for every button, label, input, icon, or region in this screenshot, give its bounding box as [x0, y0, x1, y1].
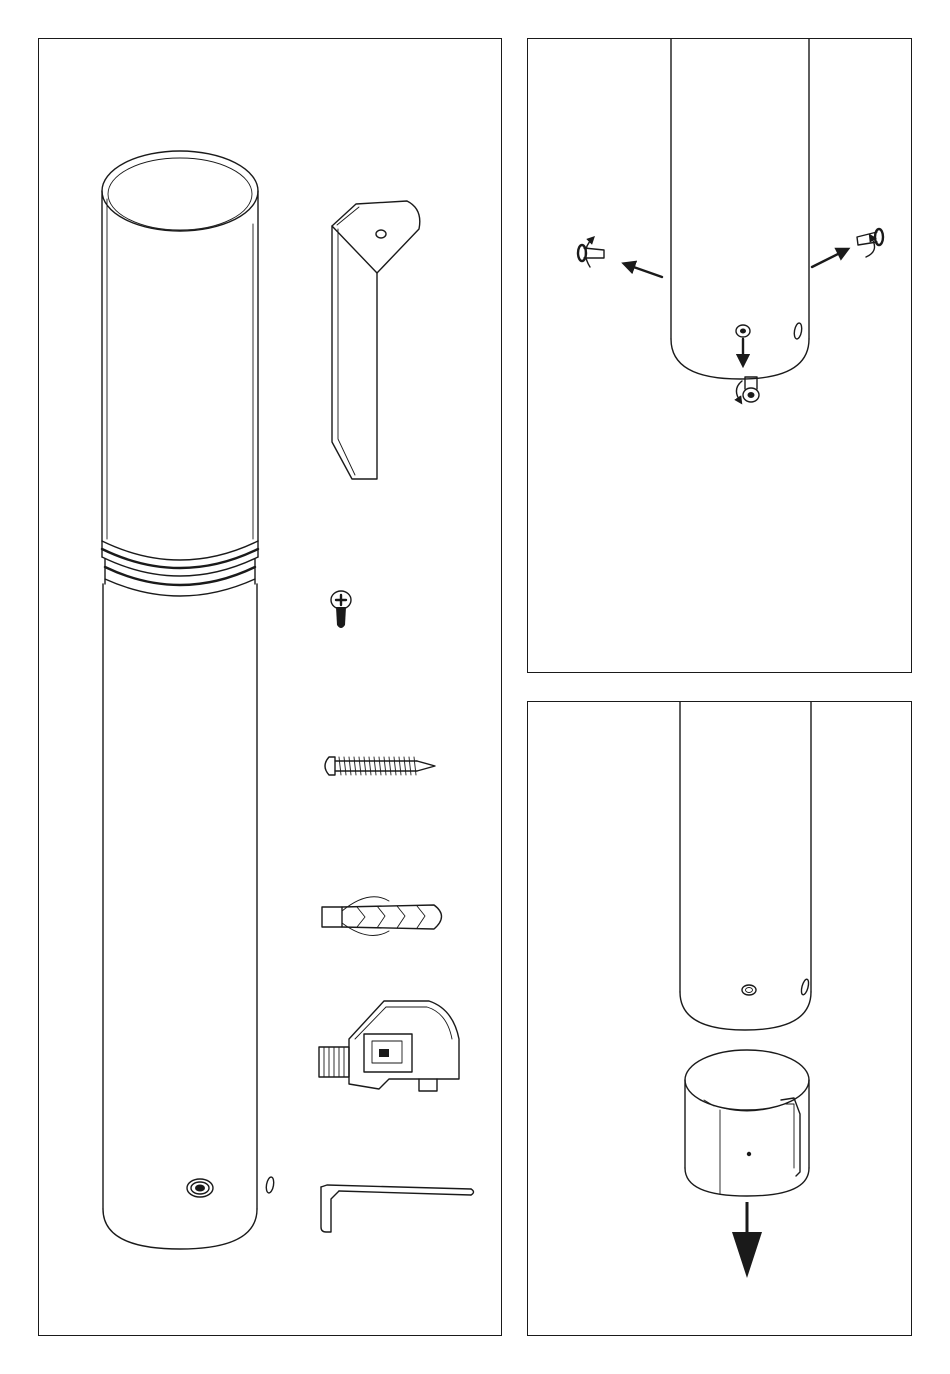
- hex-key: [321, 1185, 474, 1232]
- short-screw: [331, 591, 351, 628]
- bottom-screw: [736, 325, 759, 402]
- long-wood-screw: [325, 757, 435, 775]
- rotate-icon: [736, 381, 742, 401]
- step-remove-screws-panel: [527, 38, 912, 673]
- right-screw: [857, 229, 883, 257]
- bollard-post: [680, 702, 811, 1030]
- cable-connector: [319, 1001, 459, 1091]
- parts-panel: [38, 38, 502, 1336]
- step-remove-base-sleeve-panel: [527, 701, 912, 1336]
- step-remove-base-sleeve-illustration: [528, 702, 912, 1336]
- wall-plug: [322, 897, 442, 936]
- bollard-light-body: [102, 151, 275, 1249]
- parts-illustration: [39, 39, 502, 1336]
- bollard-post: [671, 39, 809, 379]
- base-sleeve: [685, 1050, 809, 1196]
- arrow-left-icon: [628, 265, 662, 277]
- rotate-icon: [866, 237, 875, 257]
- mounting-bracket: [332, 201, 420, 479]
- arrow-right-icon: [812, 251, 844, 267]
- left-screw: [578, 239, 604, 267]
- step-remove-screws-illustration: [528, 39, 912, 673]
- arrow-down-icon: [732, 1202, 762, 1278]
